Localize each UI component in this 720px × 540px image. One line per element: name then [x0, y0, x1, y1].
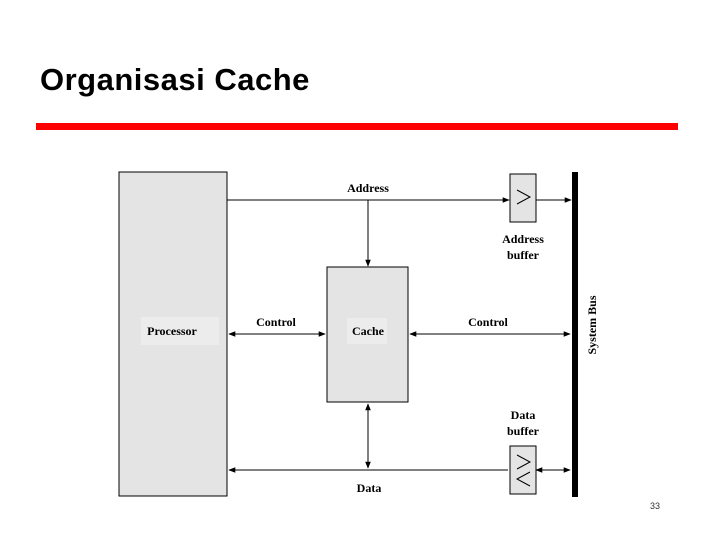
control-right-label: Control — [468, 315, 508, 329]
system-bus-bar — [572, 172, 578, 497]
address-buffer-label-line1: Address — [502, 232, 544, 246]
data-label: Data — [357, 481, 382, 495]
control-left-label: Control — [256, 315, 296, 329]
data-buffer-label-line1: Data — [511, 408, 536, 422]
data-buffer-left-triangle-icon — [515, 471, 531, 487]
data-buffer-box — [509, 445, 537, 495]
address-label: Address — [347, 181, 389, 195]
processor-label: Processor — [147, 324, 197, 338]
cache-label: Cache — [352, 324, 385, 338]
data-buffer-right-triangle-icon — [516, 454, 532, 470]
page-number: 33 — [650, 501, 661, 511]
title-rule — [36, 123, 678, 130]
data-buffer-label-line2: buffer — [507, 424, 540, 438]
address-buffer-box — [509, 173, 537, 223]
system-bus-label: System Bus — [585, 295, 599, 354]
address-buffer-label-line2: buffer — [507, 248, 540, 262]
cache-label-background — [347, 318, 387, 344]
processor-label-background — [141, 317, 219, 345]
address-buffer-triangle-icon — [516, 189, 532, 205]
slide-title: Organisasi Cache — [40, 62, 310, 97]
